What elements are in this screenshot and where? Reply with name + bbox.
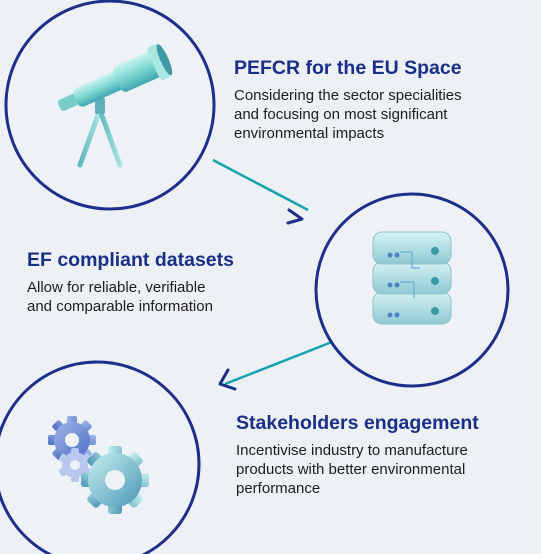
step-title: Stakeholders engagement	[236, 412, 479, 434]
description-line: Allow for reliable, verifiable	[27, 279, 206, 296]
description-line: Incentivise industry to manufacture	[236, 442, 468, 459]
arrowhead-1	[286, 208, 304, 225]
description-line: products with better environmental	[236, 461, 466, 478]
arrowhead-2	[218, 368, 237, 391]
step-description: Allow for reliable, verifiable and compa…	[27, 278, 234, 316]
gears-icon	[48, 416, 149, 514]
step-stakeholders: Stakeholders engagement Incentivise indu…	[236, 411, 479, 498]
connector-line-1	[212, 158, 309, 212]
step-title: PEFCR for the EU Space	[234, 57, 462, 79]
step-pefcr: PEFCR for the EU Space Considering the s…	[234, 56, 462, 143]
step-title: EF compliant datasets	[27, 249, 234, 271]
description-line: and comparable information	[27, 298, 213, 315]
description-line: performance	[236, 480, 321, 497]
telescope-icon	[57, 44, 173, 171]
step-ef-datasets: EF compliant datasets Allow for reliable…	[27, 248, 234, 316]
step-description: Incentivise industry to manufacture prod…	[236, 441, 479, 498]
connector-line-2	[224, 336, 343, 386]
server-stack-icon	[372, 231, 452, 325]
description-line: Considering the sector specialities	[234, 87, 462, 104]
circle-telescope	[4, 0, 216, 211]
description-line: environmental impacts	[234, 125, 385, 142]
step-description: Considering the sector specialities and …	[234, 86, 462, 143]
description-line: and focusing on most significant	[234, 106, 448, 123]
